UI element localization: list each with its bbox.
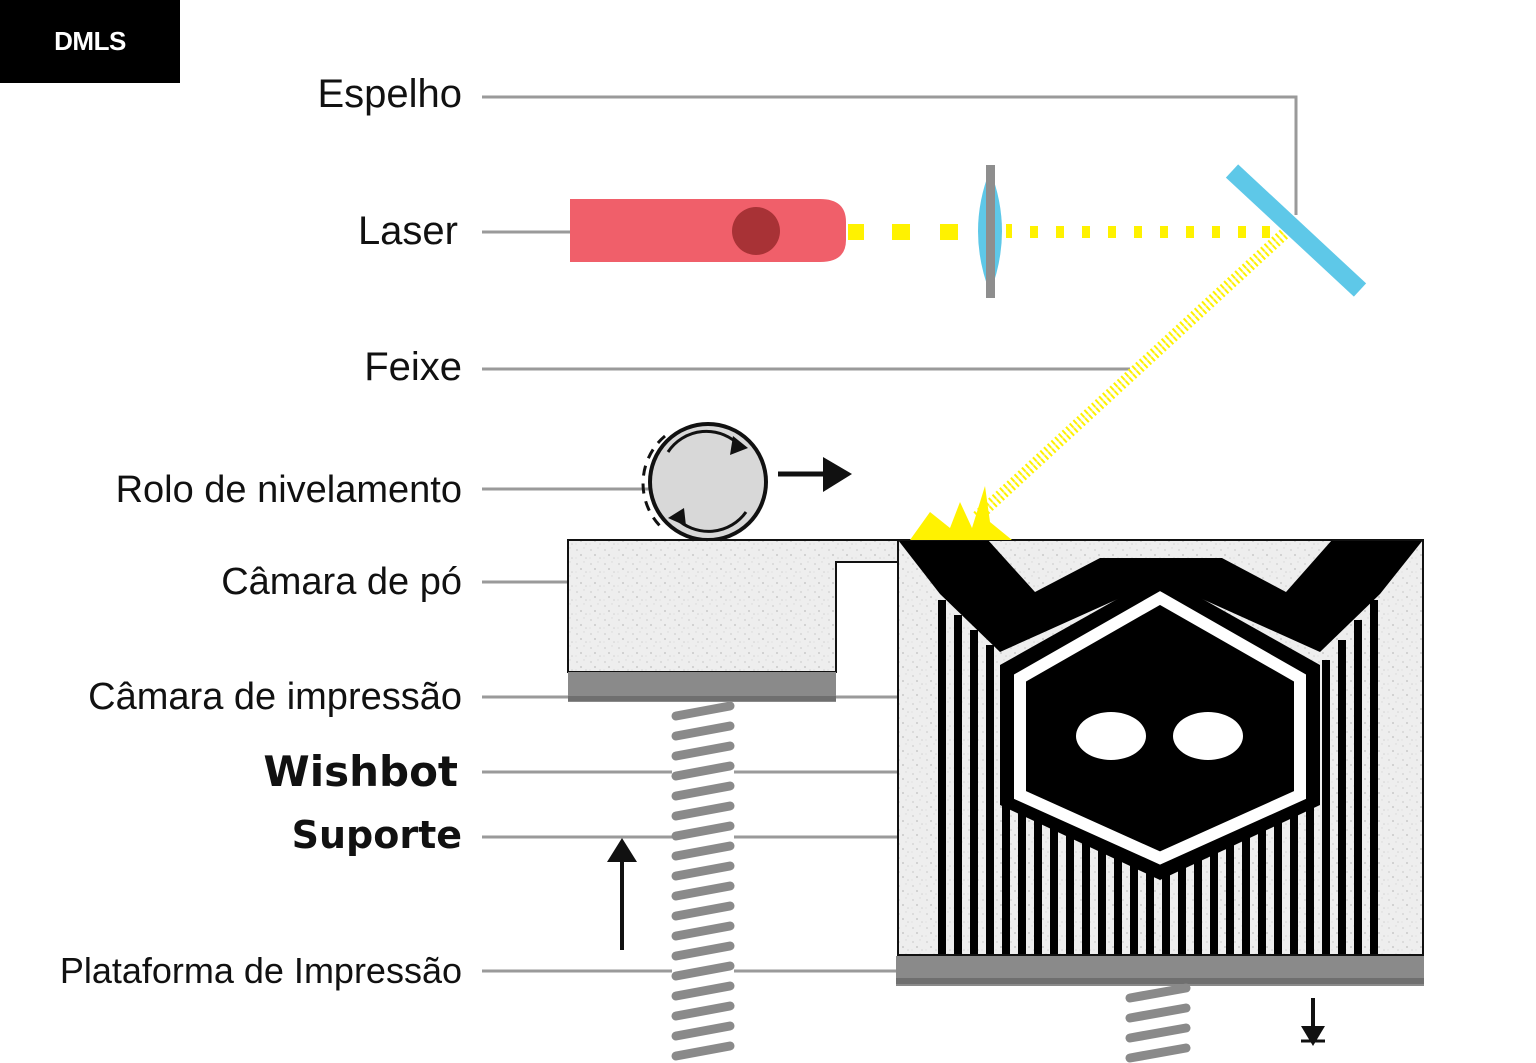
build-chamber-border xyxy=(897,539,1424,956)
label-plataforma: Plataforma de Impressão xyxy=(60,950,462,991)
leader-espelho xyxy=(482,95,1298,215)
label-camara-po: Câmara de pó xyxy=(221,561,462,603)
support-structure xyxy=(938,600,1378,955)
down-arrow-icon xyxy=(1301,998,1325,1046)
focusing-lens xyxy=(978,165,1002,298)
wishbot-part xyxy=(898,540,1423,880)
labels: Espelho Laser Feixe Rolo de nivelamento … xyxy=(60,72,462,991)
roller-body xyxy=(648,422,768,542)
right-arrow-icon xyxy=(778,457,852,492)
build-platform xyxy=(896,956,1424,986)
label-wishbot: Wishbot xyxy=(263,747,458,796)
label-suporte: Suporte xyxy=(292,813,462,857)
lens-holder xyxy=(986,165,995,298)
mirror xyxy=(1225,164,1367,297)
leveling-roller xyxy=(641,422,768,542)
wishbot-eye-right xyxy=(1173,712,1243,760)
powder-chamber-body xyxy=(567,539,899,673)
dmls-badge-label: DMLS xyxy=(54,26,126,56)
beam-horizontal xyxy=(848,224,1270,240)
roller-outer-dashed-arc xyxy=(641,434,666,530)
dmls-badge xyxy=(0,0,180,83)
wishbot-hex-ring xyxy=(1014,591,1306,865)
label-rolo: Rolo de nivelamento xyxy=(116,469,462,511)
left-lead-screw xyxy=(671,701,735,1063)
label-laser: Laser xyxy=(358,209,458,253)
up-arrow-icon xyxy=(607,838,637,950)
label-camara-impressao: Câmara de impressão xyxy=(88,676,462,718)
powder-chamber xyxy=(567,539,899,702)
spark-icon xyxy=(910,486,1012,540)
wishbot-eye-left xyxy=(1076,712,1146,760)
right-lead-screw xyxy=(1125,983,1191,1063)
build-chamber xyxy=(897,539,1424,956)
laser-body xyxy=(570,199,846,262)
laser-device xyxy=(570,199,846,262)
laser-emitter-dot xyxy=(732,207,780,255)
label-espelho: Espelho xyxy=(317,72,462,116)
beam-diagonal xyxy=(971,229,1289,523)
label-feixe: Feixe xyxy=(364,345,462,389)
wishbot-arms xyxy=(898,540,1423,652)
